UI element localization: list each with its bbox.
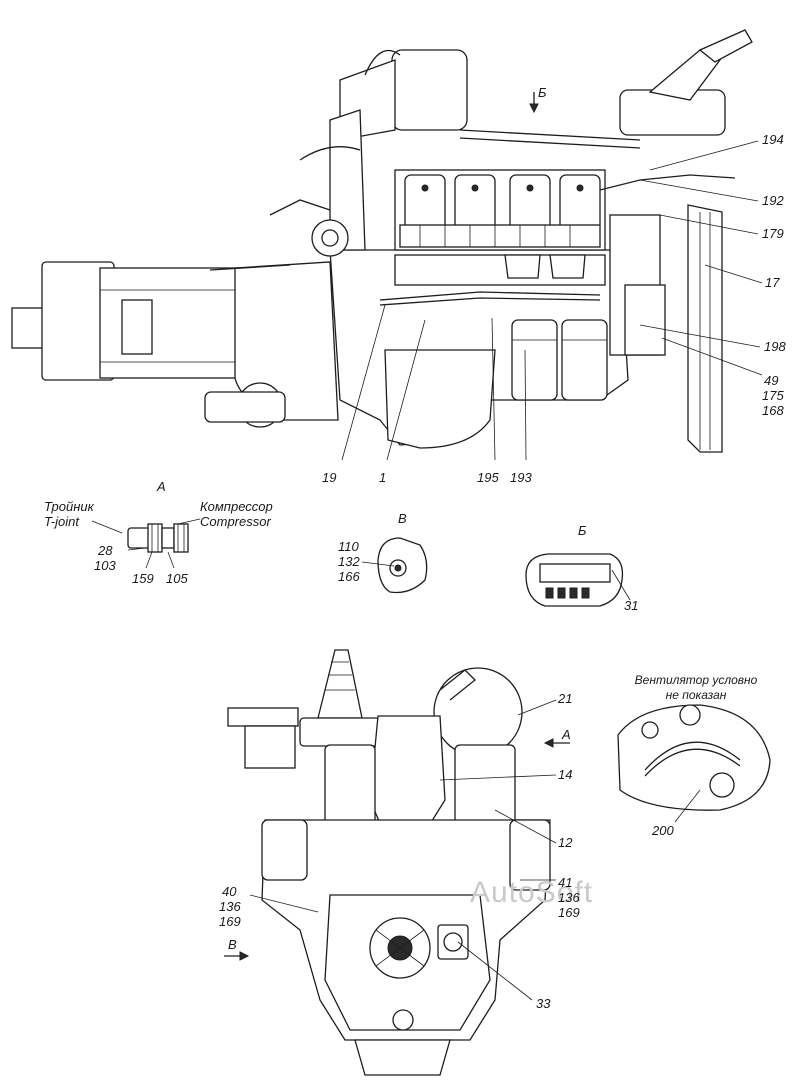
fan-detail-view [617, 704, 771, 811]
tensioner-pulley [709, 772, 735, 798]
detail-a-view [127, 523, 189, 553]
detail-v-view [377, 537, 428, 594]
head-covers [404, 174, 601, 231]
callout-166: 166 [338, 569, 360, 584]
callout-192: 192 [762, 193, 784, 208]
watermark: AutoSoft [470, 876, 594, 909]
detail-v-letter: В [398, 511, 407, 526]
compressor-label-ru: Компрессор [200, 499, 273, 514]
side-view [11, 29, 753, 453]
callout-193: 193 [510, 470, 532, 485]
arrow-a-label: А [562, 727, 571, 742]
tee-fitting [127, 527, 151, 549]
callout-169-left: 169 [219, 914, 241, 929]
compressor-fitting [173, 523, 189, 553]
leader-lines [91, 140, 763, 1001]
front-oil-pan [354, 1039, 451, 1076]
arrow-b-label: Б [538, 85, 547, 100]
fan-shroud [687, 204, 723, 453]
callout-105: 105 [166, 571, 188, 586]
connector-block [539, 563, 611, 583]
fuel-filter-2 [561, 319, 608, 401]
tee-label-ru: Тройник [44, 499, 94, 514]
callout-195: 195 [477, 470, 499, 485]
callout-132: 132 [338, 554, 360, 569]
callout-169-right: 169 [558, 905, 580, 920]
detail-b-view [525, 553, 624, 607]
callout-194: 194 [762, 132, 784, 147]
detail-a-letter: А [157, 479, 166, 494]
tee-label-en: T-joint [44, 514, 79, 529]
compressor-label-en: Compressor [200, 514, 271, 529]
detail-b-letter: Б [578, 523, 587, 538]
callout-17: 17 [765, 275, 780, 290]
callout-14: 14 [558, 767, 573, 782]
gearbox-body [99, 267, 241, 379]
callout-33: 33 [536, 996, 551, 1011]
arrow-v-label: В [228, 937, 237, 952]
callout-136-right: 136 [558, 890, 580, 905]
callout-31: 31 [624, 598, 639, 613]
callout-19: 19 [322, 470, 337, 485]
callout-28: 28 [98, 543, 113, 558]
callout-179: 179 [762, 226, 784, 241]
callout-21: 21 [558, 691, 573, 706]
front-shift-boot [317, 649, 363, 719]
callout-1: 1 [379, 470, 387, 485]
callout-136-left: 136 [219, 899, 241, 914]
gear-shift-lever [698, 29, 753, 63]
callout-198: 198 [764, 339, 786, 354]
callout-40: 40 [222, 884, 237, 899]
fan-note-line2: не показан [665, 688, 727, 702]
callout-175: 175 [762, 388, 784, 403]
callout-200: 200 [652, 823, 674, 838]
nut [147, 523, 163, 553]
air-cleaner [391, 49, 468, 131]
callout-168: 168 [762, 403, 784, 418]
gearbox-cover [121, 299, 153, 355]
fuel-filter-1 [511, 319, 558, 401]
front-view [224, 649, 570, 1076]
injectors [399, 224, 601, 248]
cab-bracket [227, 707, 299, 727]
callout-103: 103 [94, 558, 116, 573]
air-duct [329, 109, 366, 251]
front-air-cleaner [433, 667, 523, 757]
oil-sump [384, 349, 496, 449]
callout-159: 159 [132, 571, 154, 586]
fan-note: Вентилятор условно не показан [632, 673, 760, 703]
fan-note-line1: Вентилятор условно [634, 673, 758, 687]
callout-110: 110 [338, 539, 359, 554]
callout-49: 49 [764, 373, 779, 388]
compressor [311, 219, 349, 257]
callout-12: 12 [558, 835, 573, 850]
callout-41: 41 [558, 875, 573, 890]
